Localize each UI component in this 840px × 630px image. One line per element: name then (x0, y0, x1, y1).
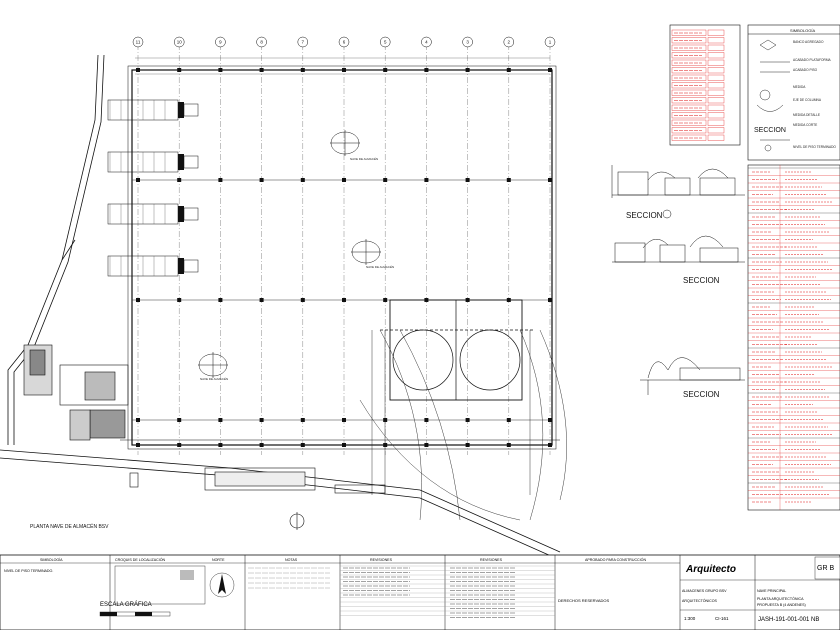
legend-item-4: MEDIDA (793, 85, 806, 89)
tb-croquis: CROQUIS DE LOCALIZACIÓN (115, 557, 166, 562)
legend-item-7: MEDIDA CORTE (793, 123, 817, 127)
grid-bubble (173, 36, 185, 48)
section-detail-2 (612, 235, 745, 263)
grid-bubble (421, 36, 432, 48)
tb-code-short: CI-161 (715, 616, 729, 621)
grid-bubble (462, 36, 473, 48)
tb-simbologia: SIMBOLOGÍA (40, 558, 63, 562)
grid-bubble (256, 36, 267, 48)
tb-proposal: PROPUESTA B (4 ANDENES) (757, 603, 806, 607)
legend-title: SIMBOLOGÍA (790, 28, 815, 33)
grid-bubble (379, 36, 391, 48)
legend-item-2: ACABADO PLATAFORMA (793, 58, 831, 62)
grid-bubble-label: 2 (508, 40, 511, 45)
grid-bubble-label: 4 (425, 40, 428, 45)
tb-nivel: NIVEL DE PISO TERMINADO. (4, 569, 53, 573)
section-label-3: SECCION (683, 390, 720, 399)
grid-bubble-label: 7 (302, 40, 305, 45)
grid-bubble (338, 36, 350, 48)
area-symbol-3 (198, 352, 228, 378)
grid-bubble-label: 11 (136, 40, 141, 45)
circular-structures (380, 299, 535, 401)
tb-norte: NORTE (212, 558, 225, 562)
tb-sheet-title: PLANTA ARQUITECTÓNICA (757, 596, 804, 601)
tb-notas: NOTAS (285, 558, 298, 562)
section-label-4: SECCION (754, 127, 786, 134)
tb-aprobado: APROBADO PARA CONSTRUCCIÓN (585, 557, 646, 562)
tb-derechos: DERECHOS RESERVADOS (558, 598, 610, 603)
area-symbol-1 (330, 130, 360, 156)
area-label-3: NAVE DE ALMACÉN (200, 376, 228, 381)
legend-item-5: EJE DE COLUMNA (793, 98, 822, 102)
tb-escala: ESCALA GRÁFICA (100, 601, 152, 608)
legend-panel: SIMBOLOGÍA BANCO AGREGADO ACABADO PLATAF… (669, 24, 840, 161)
tb-discipline: ARQUITECTÓNICOS (682, 598, 718, 603)
legend-item-8: NIVEL DE PISO TERMINADO (793, 145, 836, 149)
grid-bubble (215, 36, 226, 48)
legend-item-1: BANCO AGREGADO (793, 40, 824, 44)
title-block: SIMBOLOGÍA NIVEL DE PISO TERMINADO. CROQ… (0, 554, 840, 630)
section-detail-1 (611, 165, 745, 198)
tb-client: ALMACENES GRUPO BSV (682, 589, 727, 593)
area-label-1: NAVE DE ALMACÉN (350, 156, 378, 161)
section-label-2: SECCION (683, 276, 720, 285)
plan-title: PLANTA NAVE DE ALMACÉN BSV (30, 523, 109, 530)
grid-bubble (132, 36, 144, 48)
grid-bubble (297, 36, 309, 48)
red-list-a (671, 29, 725, 141)
legend-item-6: MEDIDA DETALLE (793, 113, 820, 117)
grid-bubble-label: 9 (219, 40, 222, 45)
tb-brand-logo: Arquitecto (685, 564, 736, 575)
legend-item-3: ACABADO PISO (793, 68, 818, 72)
section-label-1: SECCION (626, 211, 663, 220)
loading-docks (107, 99, 199, 277)
area-symbol-2 (351, 239, 381, 265)
grid-bubble (503, 36, 515, 48)
tb-sheet-code: JASH-191-001-001 NB (758, 617, 819, 623)
grid-bubble (544, 36, 556, 48)
tb-project: NAVE PRINCIPAL (757, 589, 786, 593)
tb-scale: 1:300 (684, 616, 696, 621)
area-label-2: NAVE DE ALMACÉN (366, 264, 394, 269)
grid-bubble-label: 3 (466, 40, 469, 45)
north-arrow-plan (289, 512, 305, 530)
grid-bubbles: 11 10 9 8 7 6 5 4 3 2 1 (132, 36, 556, 48)
tb-revisiones-2: REVISIONES (480, 558, 503, 562)
legend-symbols (756, 39, 790, 152)
grid-bubble-label: 10 (177, 40, 183, 45)
office-block (23, 344, 129, 441)
yard-maneuver-arcs (359, 329, 567, 521)
grid-bubble-label: 5 (384, 40, 387, 45)
tb-revisiones: REVISIONES (370, 558, 393, 562)
spec-table (747, 164, 840, 511)
entry-gate (129, 467, 386, 494)
grid-bubble-label: 6 (343, 40, 346, 45)
tb-corner: GR B (817, 565, 834, 572)
site-boundary (0, 54, 561, 561)
grid-bubble-label: 8 (260, 40, 263, 45)
grid-bubble-label: 1 (549, 40, 552, 45)
dimension-strings (135, 57, 550, 75)
section-detail-3 (640, 357, 745, 395)
